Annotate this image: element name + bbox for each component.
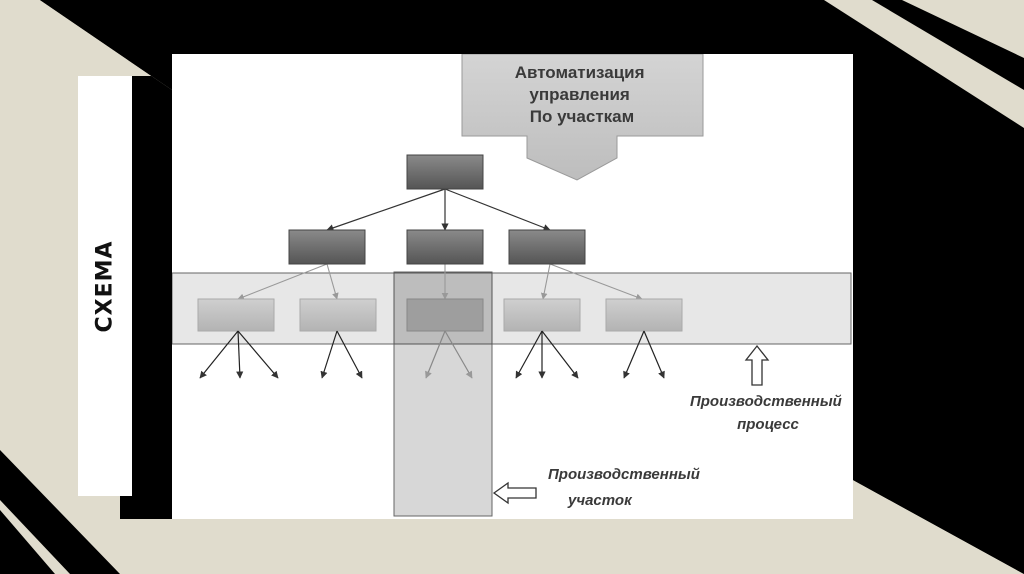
decor-stripe-top-right-1: [824, 0, 1024, 128]
connector-mid-bottom-1: [237, 263, 328, 300]
svg-text:Производственный процесс: Производственный процесс: [690, 393, 846, 433]
section-pointer-arrow: [492, 481, 537, 505]
decor-stripe-bottom-right: [853, 478, 1024, 574]
hierarchy-bottom-box: [503, 298, 581, 332]
side-label-box: СХЕМА: [78, 76, 132, 496]
connector-root-mid-1: [326, 188, 446, 232]
output-arrow: [236, 330, 244, 379]
output-arrow: [444, 330, 473, 379]
hierarchy-middle-box: [508, 229, 586, 265]
process-label-line-1: Производственный: [690, 393, 842, 410]
diagram-panel: Автоматизация управления По участкам: [172, 54, 853, 519]
svg-text:Автоматизация управления: Автоматизация управления По участкам: [515, 63, 650, 126]
output-arrow: [623, 330, 645, 379]
top-arrow-line-3: По участкам: [530, 107, 634, 126]
top-arrow-line-2: управления: [529, 85, 629, 104]
hierarchy-bottom-box: [299, 298, 377, 332]
decor-band-bottom: [120, 480, 1024, 574]
output-arrow: [515, 330, 543, 379]
output-arrow: [336, 330, 363, 379]
output-arrow: [541, 330, 579, 379]
process-pointer-arrow: [744, 344, 770, 386]
connector-mid-bottom-5: [549, 263, 643, 300]
process-label-line-2: процесс: [737, 416, 799, 433]
section-label-line-2: участок: [567, 492, 633, 509]
hierarchy-middle-box: [288, 229, 366, 265]
hierarchy-bottom-box: [605, 298, 683, 332]
section-label-line-1: Производственный: [548, 466, 700, 483]
top-arrow-line-1: Автоматизация: [515, 63, 645, 82]
connector-mid-bottom-2: [326, 263, 339, 300]
output-arrow: [237, 330, 279, 379]
output-arrow: [199, 330, 239, 379]
decor-stripe-bottom-left-1: [0, 450, 120, 574]
decor-stripe-bottom-left-2: [0, 510, 55, 574]
connector-mid-bottom-4: [540, 263, 551, 300]
hierarchy-root-box: [406, 154, 484, 190]
output-arrow: [643, 330, 665, 379]
svg-text:Производственный участок: Производственный участок: [548, 466, 704, 509]
scheme-diagram: Автоматизация управления По участкам: [172, 54, 852, 517]
top-down-arrow: [461, 54, 704, 181]
decor-stripe-top-right-2: [902, 0, 1024, 58]
hierarchy-middle-box: [406, 229, 484, 265]
output-arrow: [320, 330, 338, 379]
decor-band-top: [40, 0, 853, 90]
hierarchy-bottom-box: [197, 298, 275, 332]
hierarchy-bottom-box: [406, 298, 484, 332]
output-arrow: [425, 330, 446, 379]
connector-root-mid-3: [444, 188, 551, 231]
side-label-text: СХЕМА: [92, 239, 118, 333]
